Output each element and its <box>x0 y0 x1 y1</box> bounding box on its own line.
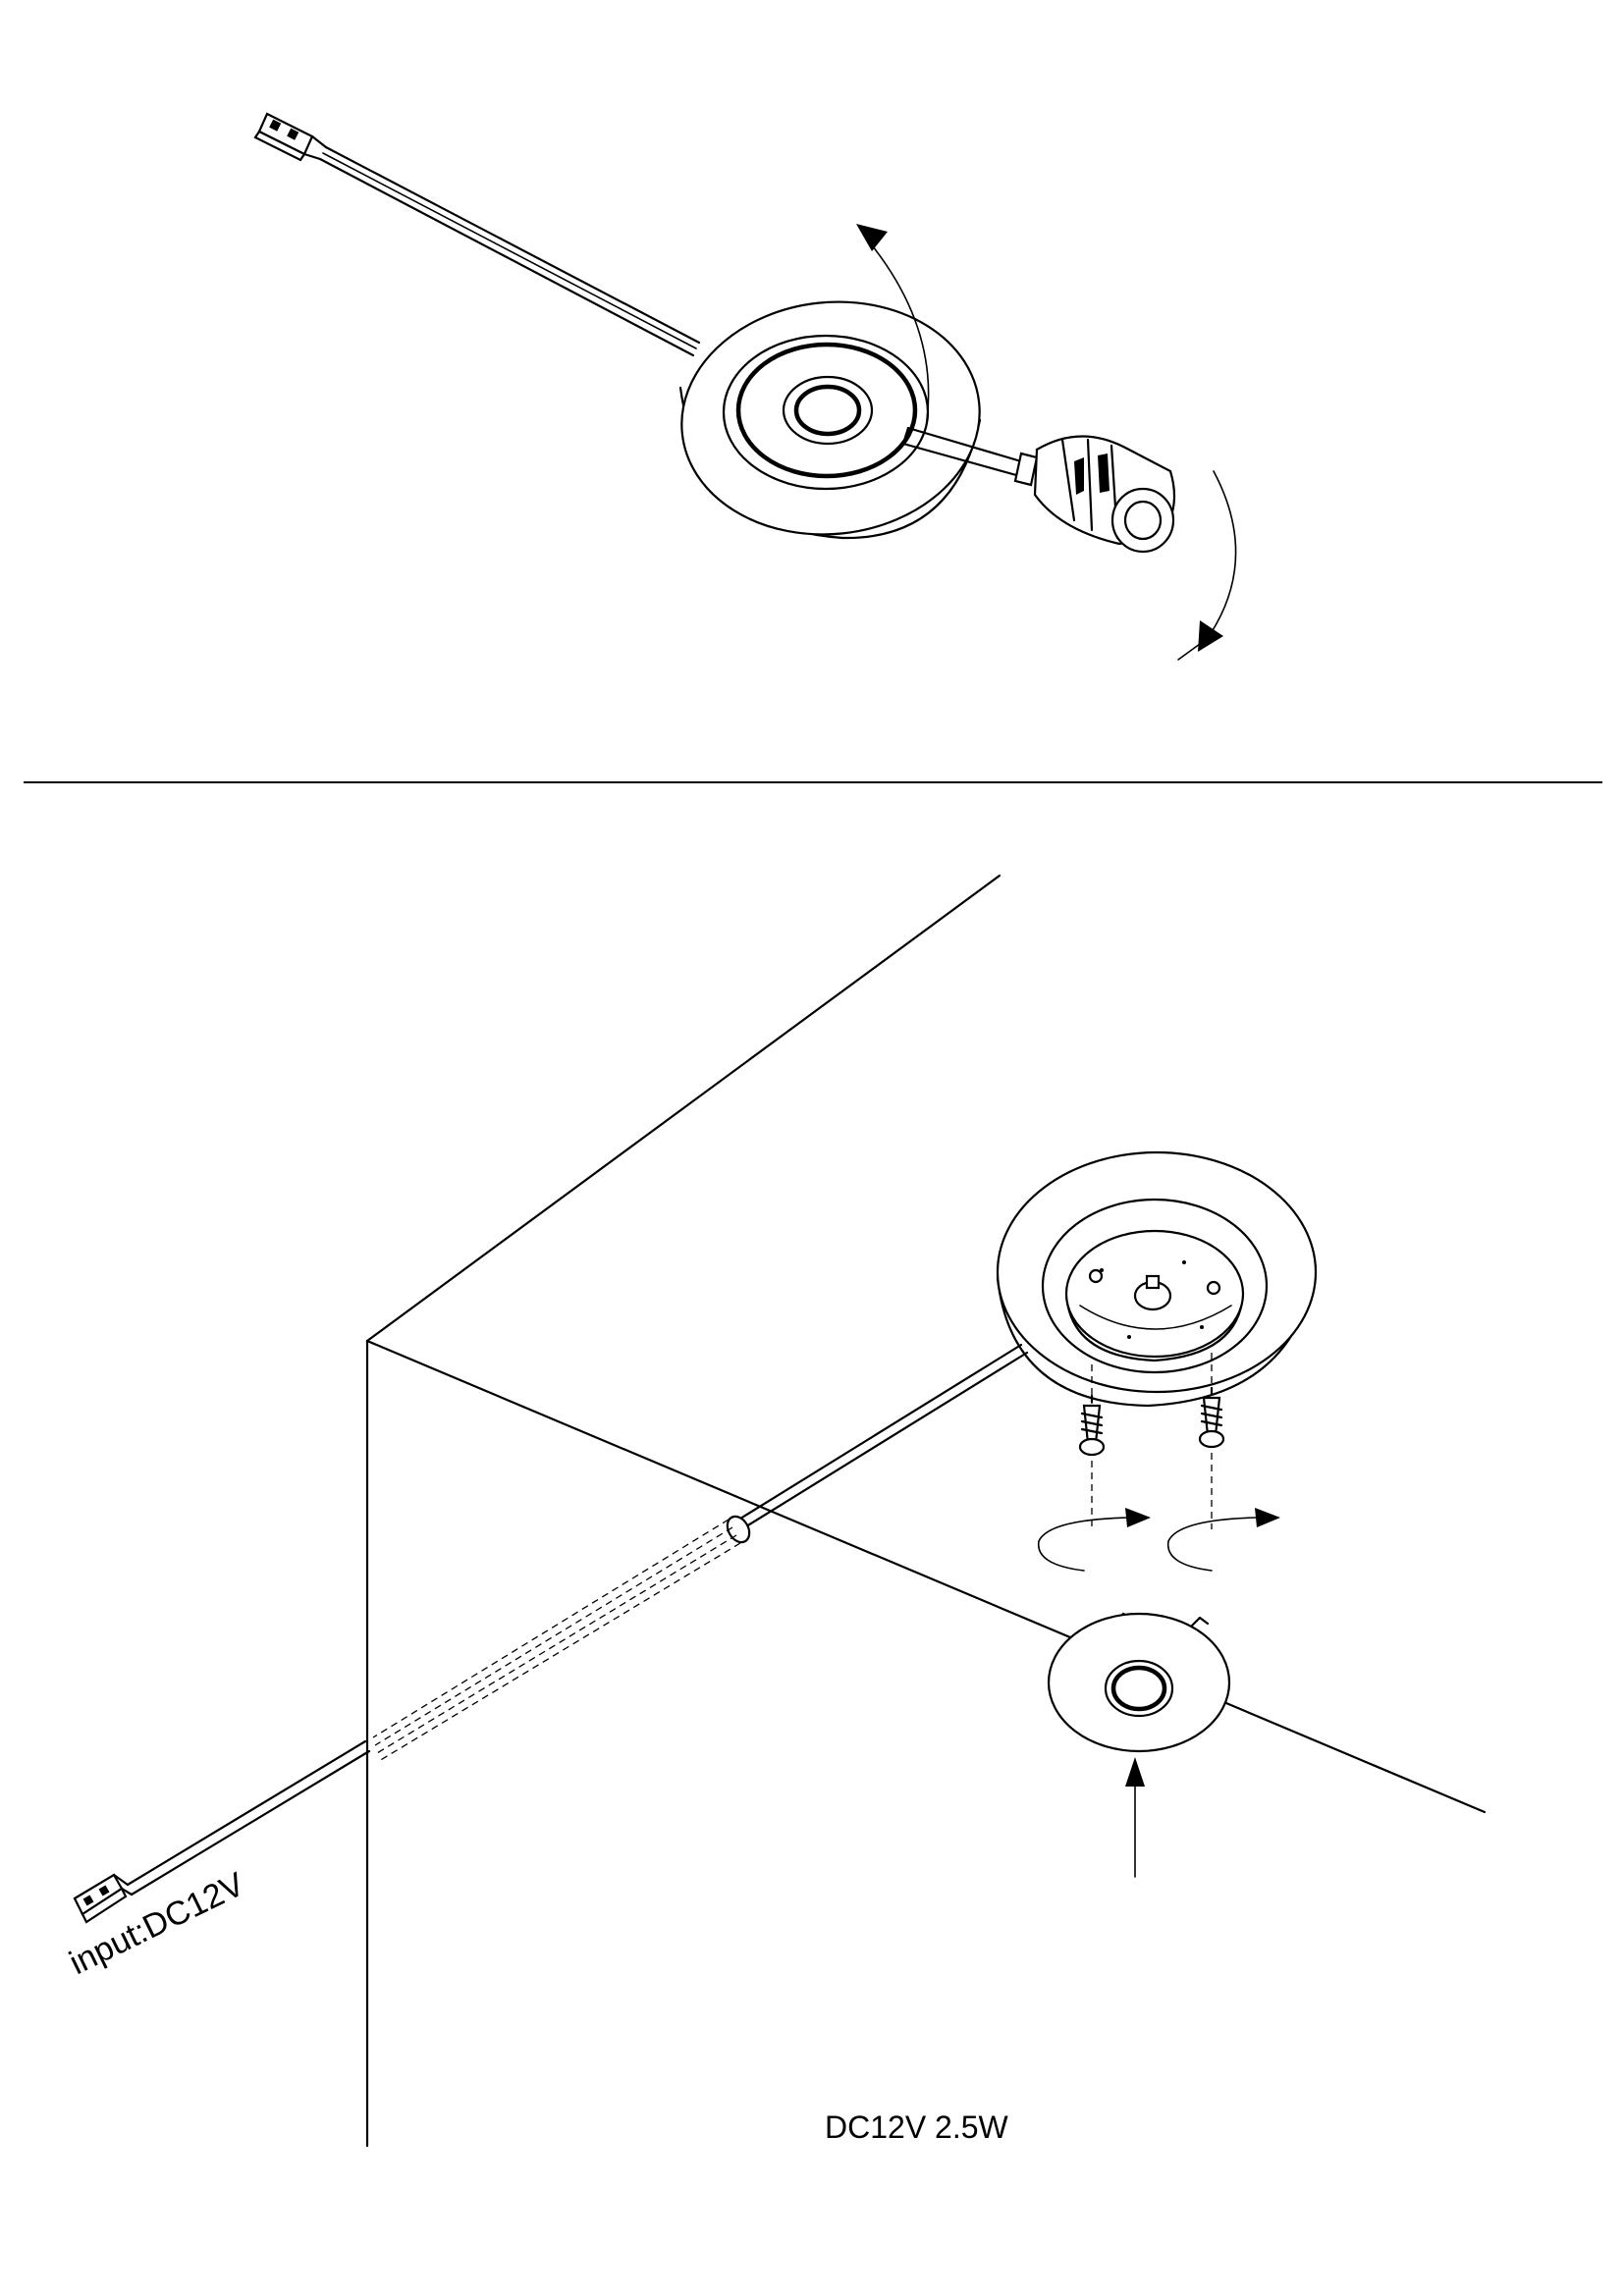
figure-top-disassembly <box>253 112 1237 661</box>
cabinet-outline <box>365 874 1487 2148</box>
wire-connector-icon <box>253 112 328 162</box>
cable-bottom <box>126 1343 1029 1896</box>
screw-left-icon <box>1078 1394 1106 1457</box>
wire-connector-icon <box>73 1873 134 1924</box>
screw-right-icon <box>1198 1386 1225 1449</box>
input-voltage-label: input:DC12V <box>64 1865 250 1982</box>
rotate-arrow-icon <box>1037 1508 1151 1572</box>
mounting-housing <box>996 1150 1318 1408</box>
up-arrow-icon <box>1125 1757 1145 1878</box>
rotate-arrow-icon <box>856 224 930 421</box>
downlight-top <box>678 300 982 540</box>
rotate-arrow-icon <box>1166 1508 1280 1572</box>
screwdriver-icon <box>901 426 1176 554</box>
cable-top <box>318 145 701 357</box>
power-rating-label: DC12V 2.5W <box>825 2109 1009 2145</box>
lens-ring <box>1047 1612 1231 1753</box>
rotate-arrow-icon <box>1177 470 1237 661</box>
figure-bottom-installation: input:DC12V <box>64 874 1487 2148</box>
